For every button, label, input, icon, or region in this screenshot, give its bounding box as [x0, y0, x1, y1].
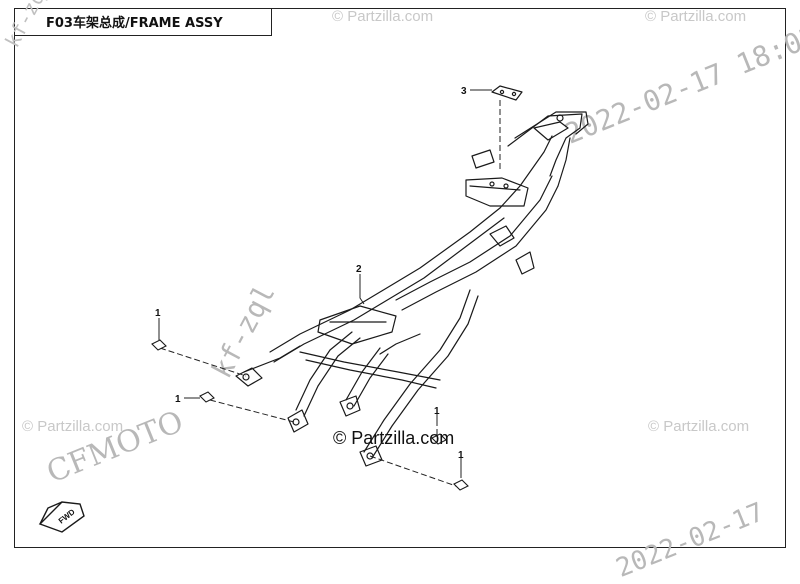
front-tube-right-down: [363, 289, 471, 453]
seat-bracket-left: [471, 149, 495, 169]
crossmember-hole-b: [503, 183, 509, 189]
mount-tab-front-left: [235, 367, 263, 387]
bolt-front: [151, 339, 167, 351]
partzilla-watermark-top-right: © Partzilla.com: [645, 8, 747, 25]
bolt-right: [431, 433, 447, 445]
partzilla-watermark-right: © Partzilla.com: [648, 418, 750, 435]
seat-crossmember: [465, 177, 529, 207]
bolt-left: [199, 391, 215, 403]
leader-callout-2: [359, 274, 365, 305]
lower-cross-tube-b: [305, 359, 437, 389]
mid-crossmember: [317, 305, 397, 345]
callout-1d: 1: [458, 450, 464, 461]
right-side-bracket: [515, 251, 535, 275]
frame-assembly-drawing: 1 1 1 1 2 3 FWD: [38, 85, 589, 533]
seat-rail-right: [557, 137, 571, 187]
upper-right-rail-a: [395, 175, 553, 301]
drawing-border: [14, 8, 786, 548]
front-tube-right-down-b: [371, 295, 479, 459]
partzilla-watermark-left: © Partzilla.com: [22, 418, 124, 435]
leader-bolt-lower-left: [209, 399, 295, 423]
callout-1a: 1: [155, 308, 161, 319]
callout-3: 3: [461, 86, 467, 97]
rear-plate-cutout: [533, 121, 569, 141]
mount-tab-hole: [242, 373, 250, 381]
front-tube-middle-b: [353, 353, 389, 407]
leader-bolt-front: [159, 347, 247, 377]
rear-frame-top-plate: [507, 113, 583, 177]
crossmember-hole-a: [489, 181, 495, 187]
top-bracket: [491, 85, 523, 101]
top-bracket-hole-b: [511, 91, 517, 97]
front-tube-middle: [345, 347, 381, 401]
diagram-title-text: F03车架总成/FRAME ASSY: [46, 16, 223, 31]
fwd-arrow-icon: FWD: [38, 501, 85, 533]
gusset-line: [379, 333, 421, 355]
callout-1b: 1: [175, 394, 181, 405]
callout-1c: 1: [434, 406, 440, 417]
mount-tab-lower-right-hole: [366, 452, 374, 460]
upper-left-rail-a: [269, 207, 501, 353]
rear-plate-hole: [556, 114, 564, 122]
leader-bolt-lower-right: [369, 455, 457, 487]
front-tube-left-down-b: [303, 337, 361, 417]
mount-tab-middle: [339, 395, 361, 417]
front-tube-left-down: [295, 331, 353, 411]
seat-crossmember-line: [469, 185, 521, 191]
callout-2: 2: [356, 264, 362, 275]
diagram-title: F03车架总成/FRAME ASSY: [14, 8, 272, 36]
partzilla-watermark-top-mid: © Partzilla.com: [332, 8, 434, 25]
lower-cross-tube: [299, 351, 441, 381]
bolt-lower: [453, 479, 469, 491]
seat-rail-left: [499, 135, 553, 209]
rear-mid-bracket: [489, 225, 515, 247]
top-bracket-hole-a: [499, 89, 505, 95]
rear-frame-plate-edge: [514, 111, 589, 139]
mount-tab-middle-hole: [346, 402, 354, 410]
partzilla-watermark-main: © Partzilla.com: [333, 428, 455, 448]
upper-right-rail-b: [401, 185, 559, 311]
front-tube-upper-left: [243, 345, 301, 373]
mount-tab-lower-left: [287, 409, 309, 433]
